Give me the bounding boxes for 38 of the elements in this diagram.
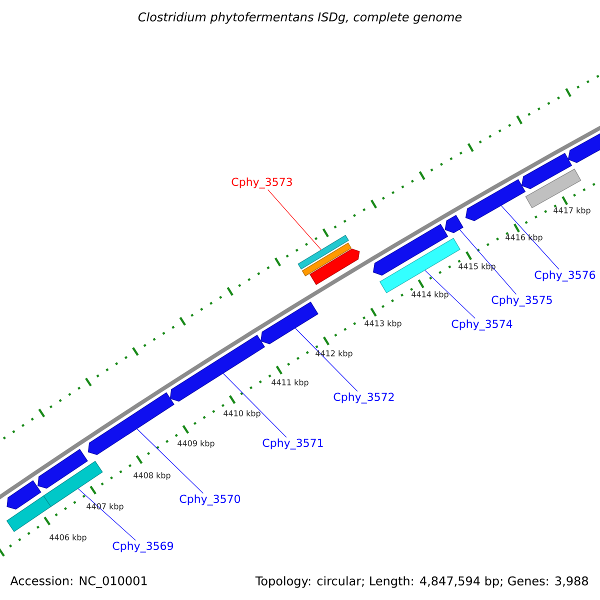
gene-block <box>444 214 464 234</box>
scale-label: 4413 kbp <box>364 320 402 328</box>
gene-label: Cphy_3575 <box>492 296 552 306</box>
leader-line <box>136 428 204 494</box>
gene-label: Cphy_3576 <box>534 270 596 282</box>
leader-line <box>268 189 322 250</box>
gene-block <box>521 152 572 190</box>
title: Clostridium phytofermentans ISDg, complete genome <box>138 12 462 24</box>
gene-label: Cphy_3573 <box>232 178 292 188</box>
gene-block <box>302 242 352 276</box>
footer-text: Accession: NC_010001 <box>10 576 147 588</box>
gene-label: Cphy_3571 <box>262 438 323 450</box>
gene-label: Cphy_3570 <box>180 494 240 506</box>
leader-line <box>78 488 136 541</box>
leader-line <box>424 270 476 319</box>
gene-block <box>568 132 600 163</box>
footer-text: Topology: circular; Length: 4,847,594 bp; Genes: 3,988 <box>255 576 588 588</box>
scale-label: 4417 kbp <box>554 207 590 215</box>
leader-line <box>222 373 287 438</box>
gene-label: Cphy_3569 <box>112 542 174 552</box>
gene-block <box>465 179 526 222</box>
gene-block <box>6 480 42 510</box>
gene-block <box>310 248 360 285</box>
gene-block <box>88 392 174 456</box>
leader-line <box>459 229 516 295</box>
gene-block <box>372 224 448 276</box>
scale-label: 4410 kbp <box>224 410 260 418</box>
gene-label: Cphy_3574 <box>452 320 512 330</box>
leader-line <box>295 328 358 392</box>
scale-label: 4408 kbp <box>134 472 170 480</box>
gene-block <box>38 448 88 489</box>
gene-block <box>170 334 266 402</box>
gene-block <box>525 168 582 208</box>
scale-label: 4406 kbp <box>50 534 86 542</box>
gene-block <box>260 302 318 344</box>
gene-label: Cphy_3572 <box>334 392 394 404</box>
leader-line <box>501 205 560 270</box>
scale-label: 4414 kbp <box>412 291 448 299</box>
